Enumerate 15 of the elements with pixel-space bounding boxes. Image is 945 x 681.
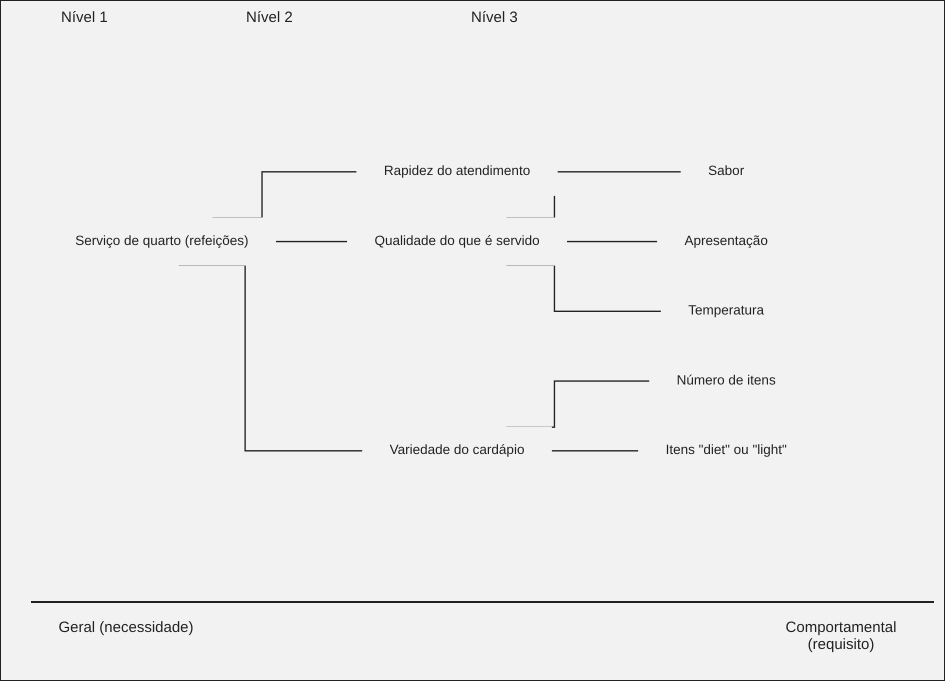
level-heading: Nível 3 — [471, 9, 518, 26]
node-text: Temperatura — [688, 302, 764, 318]
connector — [178, 264, 363, 452]
connector — [551, 450, 639, 452]
axis-label: Geral (necessidade) — [57, 619, 195, 636]
connector — [566, 240, 658, 242]
node-text: Itens "diet" ou "light" — [666, 442, 787, 458]
level-heading: Nível 1 — [61, 9, 108, 26]
node-text: Número de itens — [676, 372, 776, 388]
axis-label: Comportamental (requisito) — [784, 619, 898, 653]
connector — [506, 264, 662, 312]
node-text: Sabor — [708, 163, 744, 178]
node-text: Apresentação — [684, 232, 768, 248]
level-heading: Nível 2 — [246, 9, 293, 26]
connector — [276, 240, 348, 242]
